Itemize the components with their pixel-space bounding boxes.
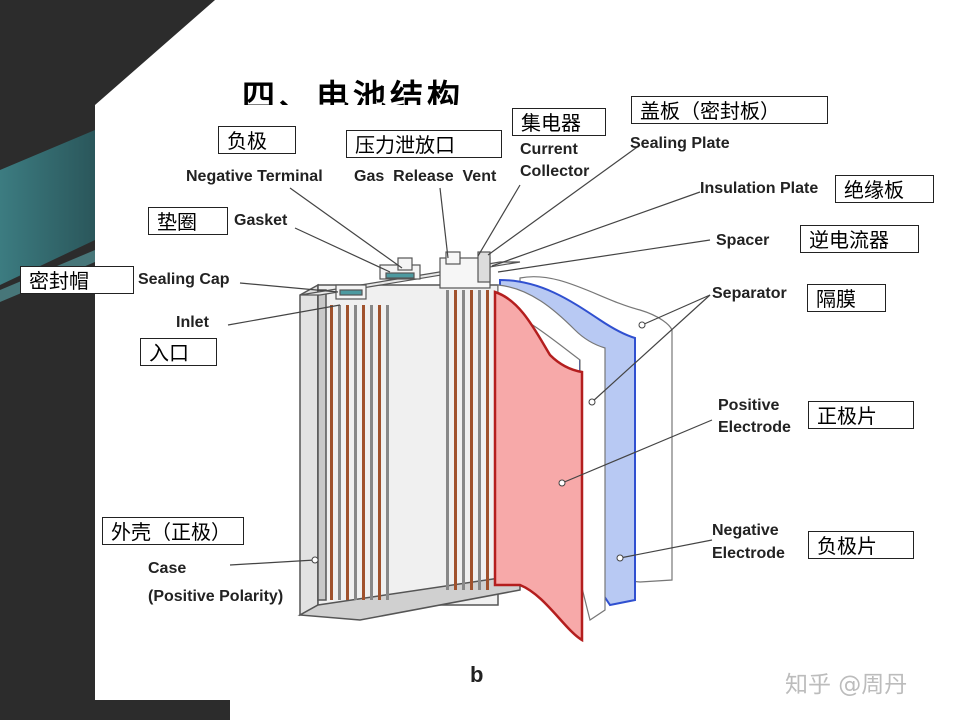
- label-separator-en: Separator: [712, 285, 787, 302]
- label-gas-release-vent-zh: 压力泄放口: [346, 130, 502, 158]
- label-gasket-en: Gasket: [234, 212, 288, 229]
- label-sealing-cap-zh: 密封帽: [20, 266, 134, 294]
- label-gas-release-vent-en: Gas Release Vent: [354, 168, 497, 185]
- inner-separator: [497, 284, 606, 621]
- label-spacer-zh: 逆电流器: [800, 225, 919, 253]
- top-cap-assembly: [299, 251, 521, 300]
- label-current-collector-en: Current: [520, 141, 578, 158]
- leader-lines: [227, 144, 713, 566]
- watermark-credit: 知乎 @周丹: [785, 672, 908, 698]
- label-positive-electrode-en: Positive: [718, 397, 779, 414]
- label-inlet-zh: 入口: [140, 338, 217, 366]
- leader-dots: [311, 321, 646, 564]
- label-spacer-en: Spacer: [716, 232, 769, 249]
- label-sealing-cap-en: Sealing Cap: [138, 271, 230, 288]
- label-negative-terminal-zh: 负极: [218, 126, 296, 154]
- positive-electrode: [493, 290, 584, 643]
- label-sealing-plate-zh: 盖板（密封板）: [631, 96, 828, 124]
- label-case-zh: 外壳（正极）: [102, 517, 244, 545]
- electrode-stack-left: [330, 305, 389, 600]
- electrode-stack-right: [446, 290, 489, 590]
- label-insulation-plate-en: Insulation Plate: [700, 180, 818, 197]
- label-inlet-en: Inlet: [176, 314, 210, 331]
- label-negative-electrode-zh: 负极片: [808, 531, 914, 559]
- label-current-collector-zh: 集电器: [512, 108, 606, 136]
- label-positive-electrode-zh: 正极片: [808, 401, 914, 429]
- label-positive-electrode-en2: Electrode: [718, 419, 791, 436]
- label-negative-terminal-en: Negative Terminal: [186, 168, 323, 185]
- label-insulation-plate-zh: 绝缘板: [835, 175, 934, 203]
- teal-stripe: [0, 130, 95, 285]
- label-negative-electrode-en2: Electrode: [712, 545, 785, 562]
- label-case-en2: (Positive Polarity): [148, 588, 283, 605]
- figure-sub-label: b: [470, 662, 484, 687]
- label-case-en: Case: [148, 560, 186, 577]
- label-sealing-plate-en: Sealing Plate: [630, 135, 730, 152]
- label-gasket-zh: 垫圈: [148, 207, 228, 235]
- label-negative-electrode-en: Negative: [712, 522, 779, 539]
- label-current-collector-en2: Collector: [520, 163, 589, 180]
- label-separator-zh: 隔膜: [807, 284, 886, 312]
